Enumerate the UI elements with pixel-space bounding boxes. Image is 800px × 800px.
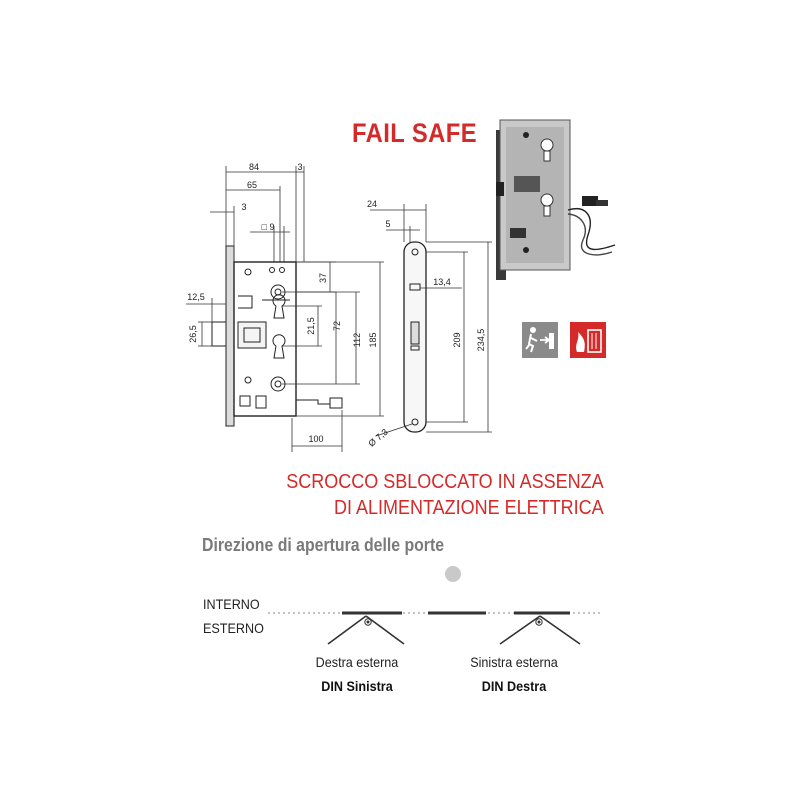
faceplate-dimension-lines — [370, 204, 492, 437]
dim-3-small: 3 — [241, 202, 246, 212]
dim-37: 37 — [318, 273, 328, 283]
dim-100: 100 — [308, 434, 323, 444]
fail-safe-title: FAIL SAFE — [352, 118, 477, 148]
dim-13-4: 13,4 — [433, 277, 451, 287]
dim-84: 84 — [249, 162, 259, 172]
left-door-din: DIN Sinistra — [321, 678, 393, 694]
right-door-din: DIN Destra — [481, 678, 547, 694]
dim-phi-7-3: Ø 7,3 — [366, 427, 389, 449]
dim-3-top: 3 — [297, 162, 302, 172]
right-door — [499, 611, 581, 645]
dim-234-5: 234,5 — [476, 329, 486, 352]
left-door-caption: Destra esterna — [315, 654, 399, 670]
dim-209: 209 — [452, 332, 462, 347]
left-door — [327, 611, 405, 645]
emergency-exit-icon — [522, 322, 558, 358]
right-door-caption: Sinistra esterna — [470, 654, 558, 670]
dim-112: 112 — [352, 333, 362, 347]
door-direction-title: Direzione di apertura delle porte — [202, 535, 445, 555]
dim-185: 185 — [368, 332, 378, 347]
description-line-2: DI ALIMENTAZIONE ELETTRICA — [334, 497, 604, 519]
description-line-1: SCROCCO SBLOCCATO IN ASSENZA — [286, 471, 604, 493]
front-dimension-labels: 84 3 65 3 □ 9 12,5 26,5 37 21,5 72 112 1… — [187, 162, 378, 444]
dim-21-5: 21,5 — [306, 317, 316, 335]
indicator-dot — [445, 566, 461, 582]
dim-26-5: 26,5 — [188, 325, 198, 343]
dim-square-9: □ 9 — [262, 222, 275, 232]
lock-front-drawing — [211, 245, 343, 427]
front-dimension-lines — [186, 166, 384, 452]
fire-door-icon — [570, 322, 606, 358]
interno-label: INTERNO — [203, 596, 260, 612]
door-direction-diagram — [268, 566, 600, 645]
dim-65: 65 — [247, 180, 257, 190]
dim-24: 24 — [367, 199, 377, 209]
esterno-label: ESTERNO — [203, 620, 264, 636]
faceplate-drawing — [403, 241, 427, 433]
lock-photo — [496, 119, 616, 280]
dim-72: 72 — [332, 321, 342, 331]
dim-5: 5 — [385, 219, 390, 229]
dim-12-5: 12,5 — [187, 292, 205, 302]
